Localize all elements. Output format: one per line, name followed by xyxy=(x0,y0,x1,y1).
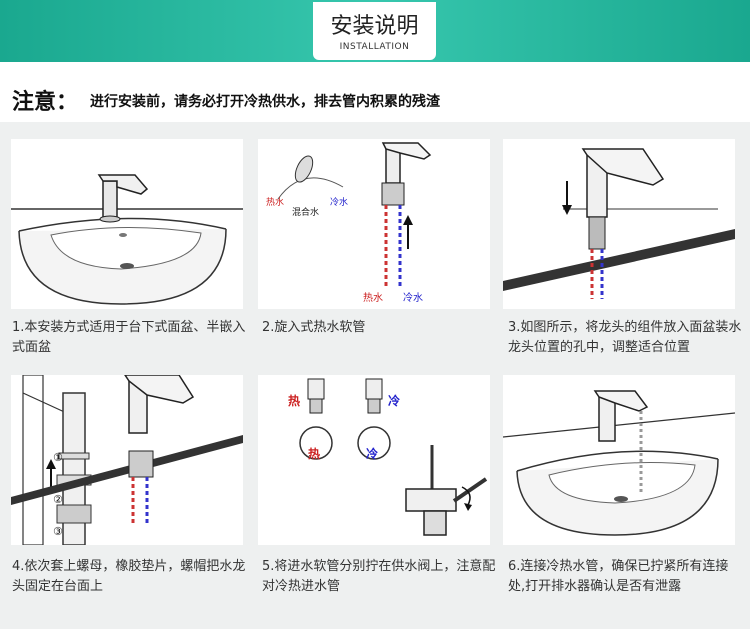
faucet-placement-illustration xyxy=(503,148,735,299)
basin-faucet-illustration xyxy=(11,174,243,305)
marker-2: ② xyxy=(53,493,63,506)
cold-label-small: 冷水 xyxy=(330,196,348,208)
step-4-image: ① ② ③ xyxy=(11,375,243,545)
step-6-caption: 6.连接冷热水管，确保已拧紧所有连接处,打开排水器确认是否有泄露 xyxy=(508,559,729,594)
flexible-hose-illustration: 热水 冷水 混合水 热水 冷水 xyxy=(266,142,432,304)
step-5-caption: 5.将进水软管分别拧在供水阀上，注意配对冷热进水管 xyxy=(262,559,496,594)
cold-label: 冷水 xyxy=(403,291,423,304)
supply-valve-illustration: 热 冷 热 冷 xyxy=(288,378,488,536)
step-2-image: 热水 冷水 混合水 热水 冷水 xyxy=(258,139,490,309)
banner-title: 安装说明 xyxy=(330,14,419,39)
step-2-caption: 2.旋入式热水软管 xyxy=(262,320,366,335)
cold-label-top: 冷 xyxy=(388,393,400,408)
step-1-caption: 1.本安装方式适用于台下式面盆、半嵌入式面盆 xyxy=(12,320,246,355)
mixed-label: 混合水 xyxy=(292,206,319,218)
step-3-image xyxy=(503,139,735,309)
notice-label: 注意： xyxy=(12,90,79,115)
step-3-caption: 3.如图所示，将龙头的组件放入面盆装水龙头位置的孔中，调整适合位置 xyxy=(508,320,742,355)
header-banner: 安装说明 INSTALLATION xyxy=(0,0,750,62)
banner-plate xyxy=(313,2,436,60)
cold-label-bottom: 冷 xyxy=(366,446,378,461)
water-running-illustration xyxy=(503,390,735,536)
hot-label-bottom: 热 xyxy=(308,446,320,461)
marker-1: ① xyxy=(53,451,63,464)
hot-label-small: 热水 xyxy=(266,196,284,208)
hot-label-top: 热 xyxy=(288,393,300,408)
step-5-image: 热 冷 热 冷 xyxy=(258,375,490,545)
hot-label: 热水 xyxy=(363,291,383,304)
step-4-caption: 4.依次套上螺母，橡胶垫片，螺帽把水龙头固定在台面上 xyxy=(12,559,246,594)
notice-text: 进行安装前，请务必打开冷热供水，排去管内积累的残渣 xyxy=(90,94,440,110)
marker-3: ③ xyxy=(53,525,63,538)
banner-subtitle: INSTALLATION xyxy=(339,42,410,52)
nut-gasket-illustration: ① ② ③ xyxy=(11,375,243,545)
step-6-image xyxy=(503,375,735,545)
step-1-image xyxy=(11,139,243,309)
